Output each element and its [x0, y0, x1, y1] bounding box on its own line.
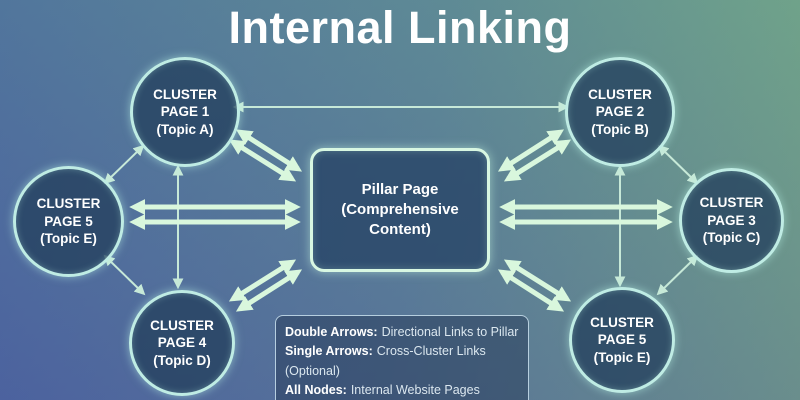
- arrow-cluster5left-cluster4: [103, 254, 146, 296]
- node-label: PAGE 3: [707, 212, 756, 228]
- node-label: (Topic D): [153, 352, 211, 368]
- node-label: CLUSTER: [153, 86, 217, 102]
- legend-item-all-nodes: All Nodes:Internal Website Pages: [285, 381, 519, 400]
- legend-label: Single Arrows:: [285, 344, 373, 359]
- arrow-cluster2-cluster3: [657, 144, 699, 185]
- node-label: (Topic E): [593, 349, 651, 365]
- legend-label: Double Arrows:: [285, 325, 378, 339]
- node-cluster-page-2: CLUSTER PAGE 2 (Topic B): [565, 57, 675, 167]
- legend-text: Directional Links to Pillar: [381, 325, 519, 339]
- legend-text: Internal Website Pages: [350, 383, 480, 398]
- node-label: (Topic A): [156, 121, 214, 137]
- legend-label: All Nodes:: [285, 383, 347, 398]
- node-label: PAGE 1: [160, 104, 210, 120]
- node-label: PAGE 2: [595, 104, 645, 120]
- legend-text: Cross-Cluster Links (Optional): [285, 344, 486, 378]
- pillar-subtitle: (Comprehensive Content): [341, 200, 459, 239]
- arrow-pillar-cluster4-b: [228, 259, 297, 302]
- node-label: PAGE 4: [157, 335, 207, 351]
- node-pillar-page: Pillar Page (Comprehensive Content): [310, 148, 490, 272]
- node-cluster-page-5-bottom: CLUSTER PAGE 5 (Topic E): [569, 287, 675, 393]
- node-label: (Topic C): [702, 230, 761, 246]
- arrow-pillar-cluster1-b: [228, 139, 297, 182]
- legend-item-single-arrows: Single Arrows:Cross-Cluster Links (Optio…: [285, 342, 519, 381]
- pillar-title: Pillar Page: [361, 180, 439, 198]
- legend-item-double-arrows: Double Arrows:Directional Links to Pilla…: [285, 323, 519, 342]
- node-label: (Topic E): [40, 231, 97, 247]
- node-label: CLUSTER: [588, 86, 652, 102]
- arrow-cluster1-cluster5left: [103, 144, 145, 185]
- arrow-cluster3-cluster5bottom: [656, 254, 699, 296]
- arrow-pillar-cluster5bottom-b: [503, 259, 572, 302]
- legend: Double Arrows:Directional Links to Pilla…: [275, 315, 529, 400]
- node-label: CLUSTER: [36, 196, 101, 212]
- page-title: Internal Linking: [228, 2, 572, 53]
- node-label: CLUSTER: [590, 314, 654, 330]
- node-label: PAGE 5: [44, 213, 93, 229]
- node-label: CLUSTER: [150, 317, 214, 333]
- node-cluster-page-5-left: CLUSTER PAGE 5 (Topic E): [13, 166, 124, 277]
- node-cluster-page-1: CLUSTER PAGE 1 (Topic A): [130, 57, 240, 167]
- arrow-pillar-cluster2-b: [503, 139, 572, 182]
- node-cluster-page-3: CLUSTER PAGE 3 (Topic C): [679, 168, 784, 273]
- node-label: (Topic B): [591, 121, 649, 137]
- node-cluster-page-4: CLUSTER PAGE 4 (Topic D): [129, 290, 235, 396]
- node-label: PAGE 5: [597, 332, 647, 348]
- node-label: CLUSTER: [699, 195, 764, 211]
